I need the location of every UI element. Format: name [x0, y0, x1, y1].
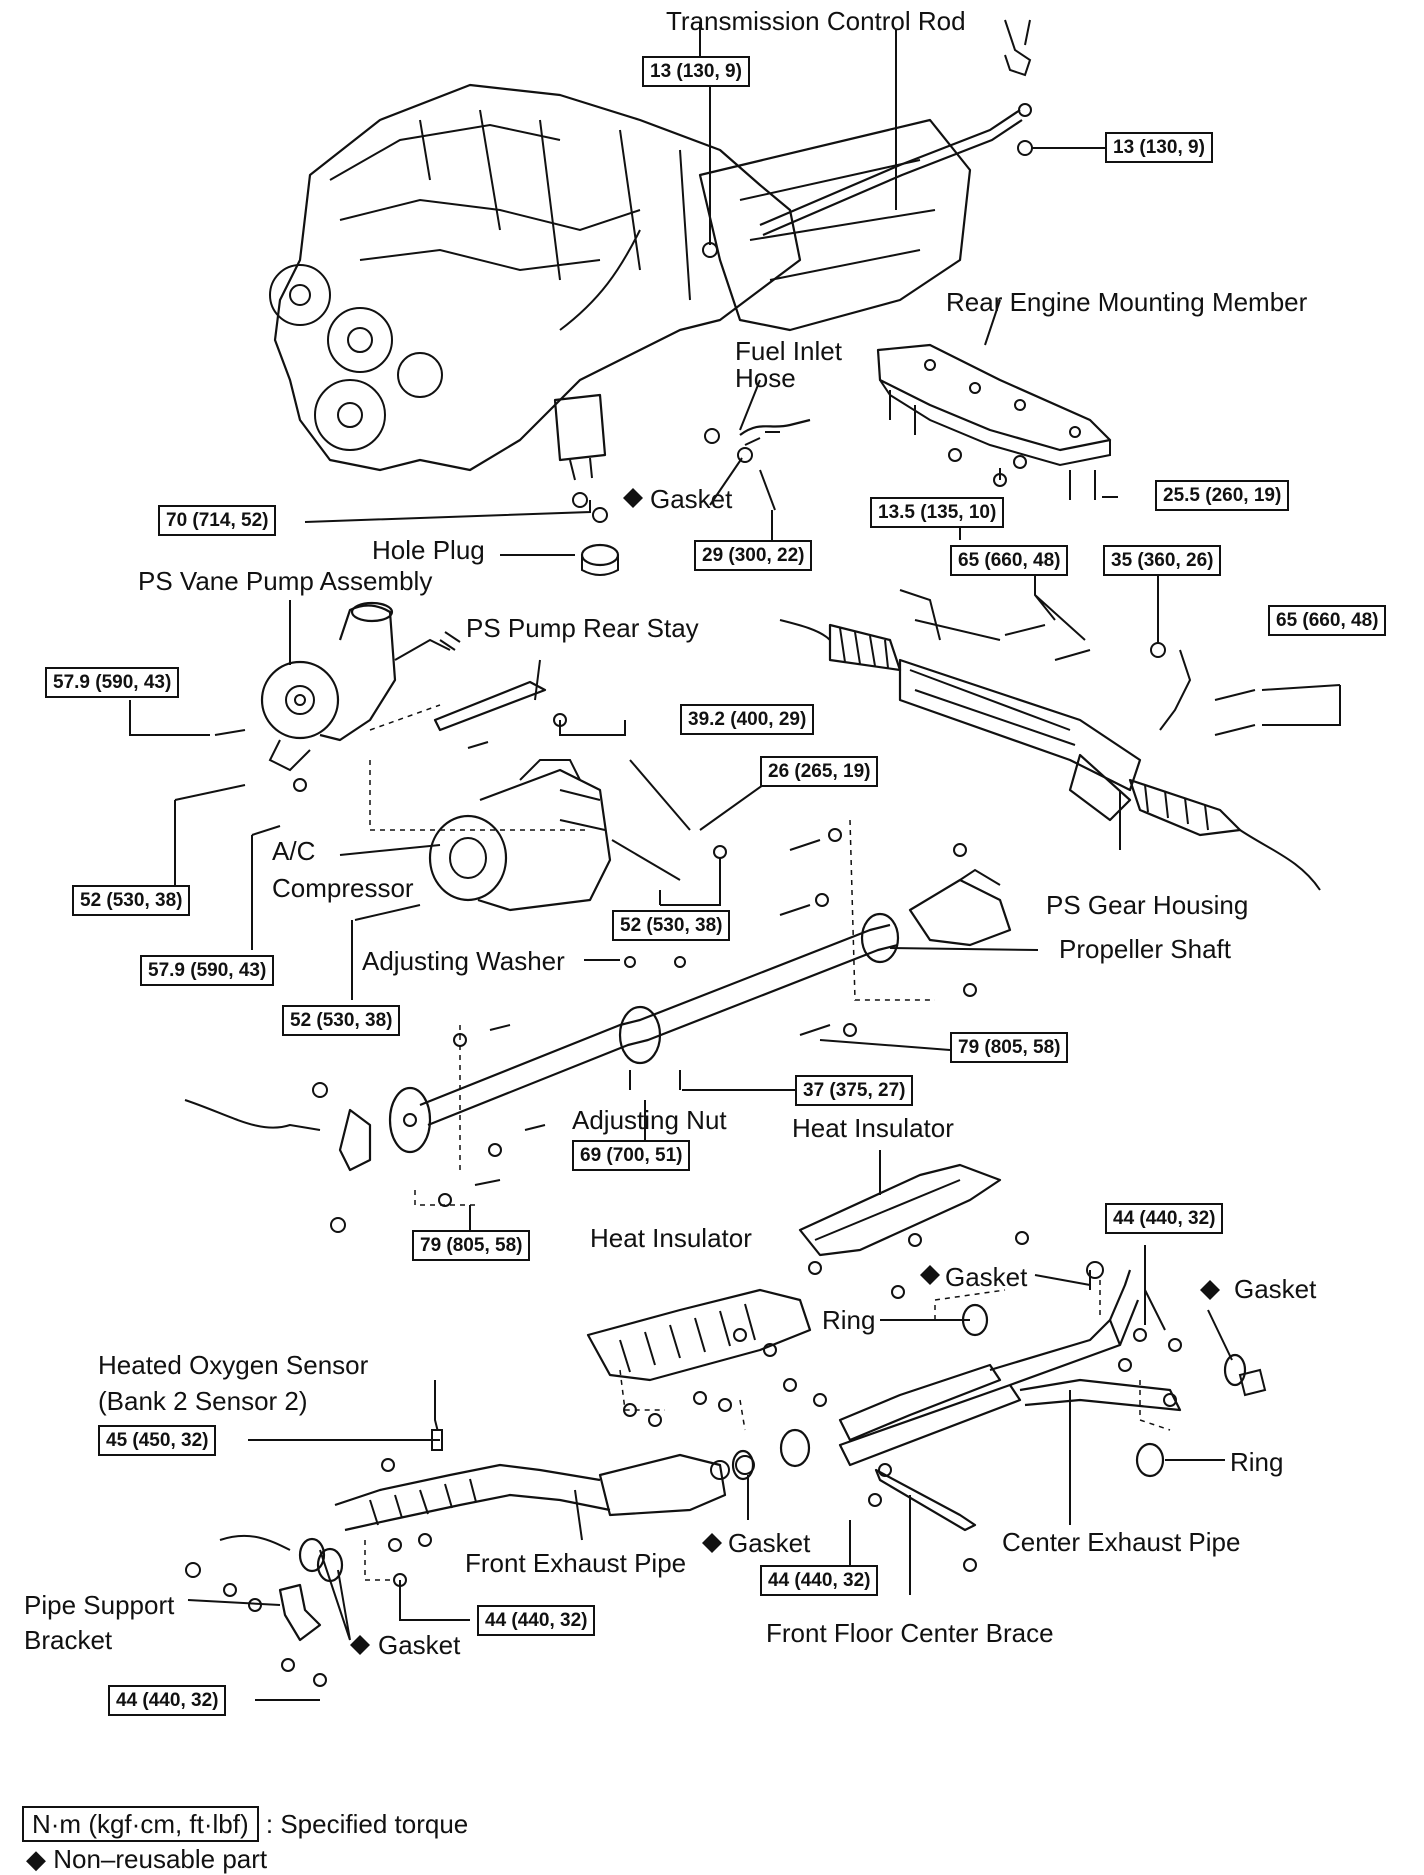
label-fuel-inlet-hose-2: Hose [735, 363, 796, 393]
pipe-support-bracket [278, 1583, 322, 1642]
nonreusable-markers [350, 488, 1220, 1655]
legend-torque-desc: : Specified torque [265, 1809, 469, 1839]
transmission-control-rod [699, 19, 1032, 237]
label-fuel-inlet-hose-1: Fuel Inlet [735, 336, 842, 366]
torque-front-pipe-flange: 44 (440, 32) [477, 1605, 596, 1636]
label-ac-compressor-2: Compressor [272, 873, 414, 903]
propeller-shaft [184, 868, 1012, 1172]
legend-torque: N·m (kgf·cm, ft·lbf) : Specified torque [22, 1806, 468, 1842]
front-exhaust-pipe [334, 1453, 755, 1532]
label-gasket-mid: Gasket [945, 1262, 1028, 1292]
torque-compressor-nut: 52 (530, 38) [612, 910, 731, 941]
label-ps-pump-rear-stay: PS Pump Rear Stay [466, 613, 699, 643]
torque-propshaft-rear: 79 (805, 58) [950, 1032, 1069, 1063]
label-ring-upper: Ring [822, 1305, 876, 1335]
label-center-exhaust-pipe: Center Exhaust Pipe [1002, 1527, 1241, 1557]
ac-compressor [428, 759, 612, 912]
torque-mount-member-a: 13.5 (135, 10) [870, 497, 1005, 528]
torque-engine-mount: 70 (714, 52) [158, 505, 277, 536]
label-gasket-right: Gasket [1234, 1274, 1317, 1304]
legend-diamond: ◆ [26, 1844, 46, 1874]
torque-vane-pump-bolt: 57.9 (590, 43) [45, 667, 180, 698]
legend-nonreusable-text: Non–reusable part [53, 1844, 268, 1874]
legend-torque-box: N·m (kgf·cm, ft·lbf) [22, 1806, 259, 1842]
heat-insulator-lower [586, 1288, 812, 1382]
torque-center-pipe: 44 (440, 32) [1105, 1203, 1224, 1234]
label-gasket-front-exhaust: Gasket [728, 1528, 811, 1558]
label-front-exhaust-pipe: Front Exhaust Pipe [465, 1548, 687, 1578]
label-heated-o2-sensor-2: (Bank 2 Sensor 2) [98, 1386, 308, 1416]
engine-assembly [269, 83, 972, 481]
label-adjusting-nut: Adjusting Nut [572, 1105, 727, 1135]
label-heat-insulator-lower: Heat Insulator [590, 1223, 752, 1253]
torque-mount-member-b: 25.5 (260, 19) [1155, 480, 1290, 511]
front-floor-center-brace [874, 1468, 977, 1532]
center-exhaust-pipe [779, 1269, 1267, 1468]
torque-compressor-stud: 26 (265, 19) [760, 756, 879, 787]
label-heat-insulator-upper: Heat Insulator [792, 1113, 954, 1143]
torque-fuel-hose: 29 (300, 22) [694, 540, 813, 571]
heat-insulator-upper [798, 1163, 1002, 1257]
label-ps-vane-pump: PS Vane Pump Assembly [138, 566, 433, 596]
torque-bracket: 44 (440, 32) [108, 1685, 227, 1716]
torque-trans-rod-top: 13 (130, 9) [642, 56, 750, 87]
label-transmission-control-rod: Transmission Control Rod [666, 6, 966, 36]
torque-gear-housing-b: 35 (360, 26) [1103, 545, 1222, 576]
label-ring-lower: Ring [1230, 1447, 1284, 1477]
label-hole-plug: Hole Plug [372, 535, 485, 565]
label-heated-o2-sensor-1: Heated Oxygen Sensor [98, 1350, 369, 1380]
torque-brace: 44 (440, 32) [760, 1565, 879, 1596]
label-pipe-support-bracket-2: Bracket [24, 1625, 113, 1655]
leader-lines [129, 30, 1341, 1701]
torque-gear-housing-a: 65 (660, 48) [950, 545, 1069, 576]
label-ac-compressor-1: A/C [272, 836, 316, 866]
torque-propshaft-front: 79 (805, 58) [412, 1230, 531, 1261]
ps-vane-pump [260, 601, 461, 772]
torque-adjusting-nut: 69 (700, 51) [572, 1140, 691, 1171]
assembly-guides [364, 704, 1171, 1581]
label-adjusting-washer: Adjusting Washer [362, 946, 565, 976]
label-gasket-bottom: Gasket [378, 1630, 461, 1660]
ps-gear-housing [779, 589, 1321, 891]
torque-vane-pump-lower: 52 (530, 38) [72, 885, 191, 916]
fuel-inlet-hose [739, 418, 811, 446]
rear-engine-mounting-member [876, 343, 1112, 467]
ps-pump-rear-stay [433, 680, 547, 732]
torque-center-bearing: 37 (375, 27) [795, 1075, 914, 1106]
label-ps-gear-housing: PS Gear Housing [1046, 890, 1249, 920]
label-front-floor-center-brace: Front Floor Center Brace [766, 1618, 1054, 1648]
legend-nonreusable: ◆ Non–reusable part [26, 1844, 267, 1875]
label-gasket-top: Gasket [650, 484, 733, 514]
hole-plug [580, 543, 620, 567]
torque-o2-sensor: 45 (450, 32) [98, 1425, 217, 1456]
label-rear-engine-mounting-member: Rear Engine Mounting Member [946, 287, 1308, 317]
fasteners [174, 140, 1256, 1687]
torque-trans-rod-right: 13 (130, 9) [1105, 132, 1213, 163]
torque-compressor-long: 52 (530, 38) [282, 1005, 401, 1036]
torque-gear-housing-c: 65 (660, 48) [1268, 605, 1387, 636]
label-propeller-shaft: Propeller Shaft [1059, 934, 1231, 964]
torque-rear-stay: 39.2 (400, 29) [680, 704, 815, 735]
label-pipe-support-bracket-1: Pipe Support [24, 1590, 175, 1620]
torque-compressor-bolt: 57.9 (590, 43) [140, 955, 275, 986]
